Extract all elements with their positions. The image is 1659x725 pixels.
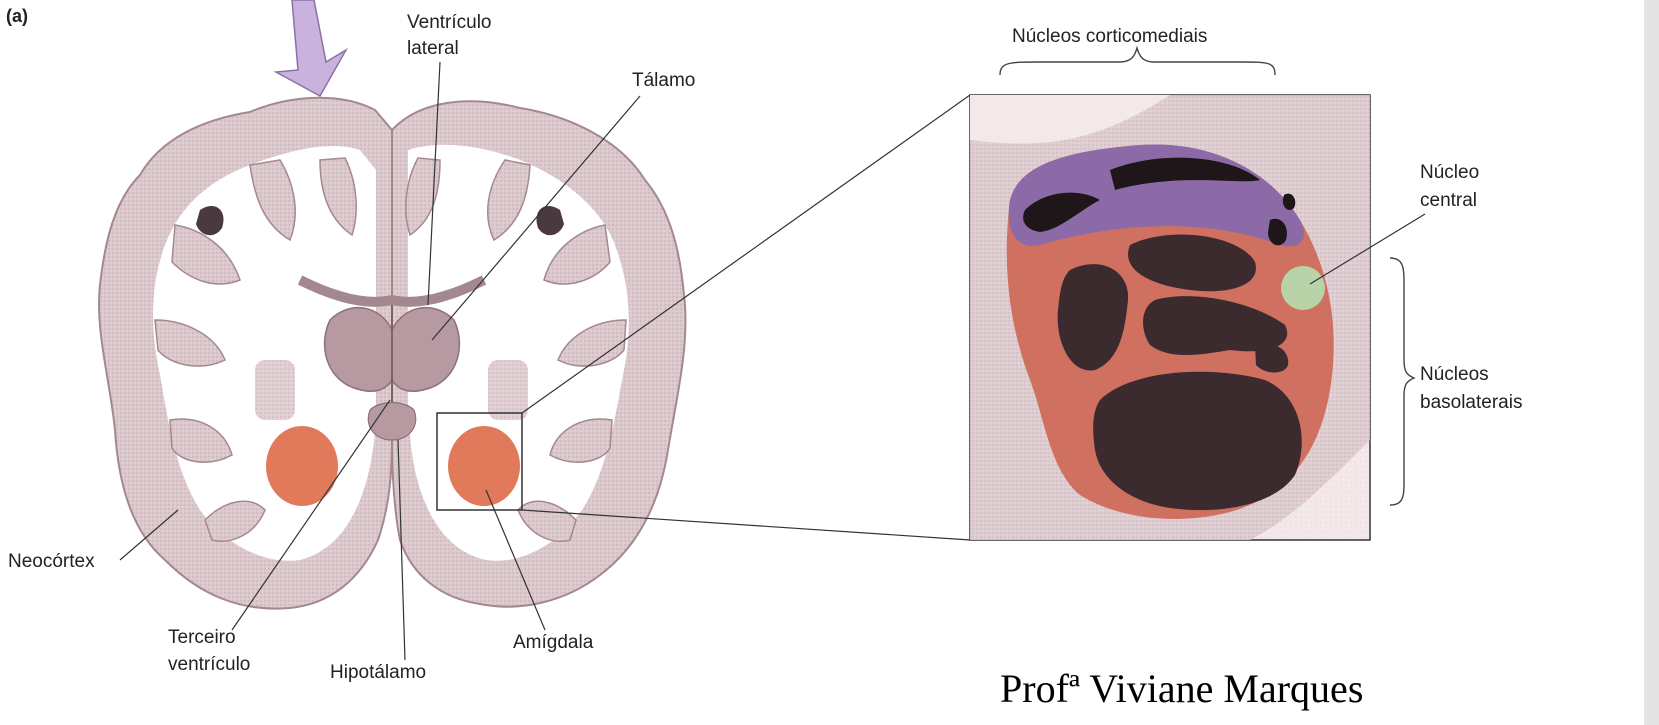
- brain-coronal-section: [99, 98, 685, 609]
- central-nucleus: [1281, 266, 1325, 310]
- label-third-ventricle-line1: Terceiro: [168, 627, 236, 648]
- label-amygdala: Amígdala: [513, 632, 594, 653]
- label-neocortex: Neocórtex: [8, 551, 95, 572]
- label-central-nucleus-line2: central: [1420, 190, 1477, 211]
- amygdala-enlargement: [970, 95, 1370, 540]
- label-basolateral-line2: basolaterais: [1420, 392, 1522, 413]
- left-amygdala: [266, 426, 338, 506]
- label-thalamus: Tálamo: [632, 70, 695, 91]
- label-corticomedial: Núcleos corticomediais: [1012, 26, 1207, 47]
- label-central-nucleus-line1: Núcleo: [1420, 162, 1479, 183]
- author-credit: Profª Viviane Marques: [1000, 666, 1363, 711]
- label-hypothalamus: Hipotálamo: [330, 662, 426, 683]
- right-amygdala: [448, 426, 520, 506]
- label-lateral-ventricle-line1: Ventrículo: [407, 12, 492, 33]
- label-basolateral-line1: Núcleos: [1420, 364, 1489, 385]
- page-edge: [1644, 0, 1659, 725]
- corticomedial-brace: [1000, 48, 1275, 75]
- arrow-icon: [276, 0, 346, 96]
- label-lateral-ventricle-line2: lateral: [407, 38, 459, 59]
- basolateral-brace: [1390, 258, 1414, 505]
- label-third-ventricle-line2: ventrículo: [168, 654, 250, 675]
- panel-label: (a): [6, 6, 28, 26]
